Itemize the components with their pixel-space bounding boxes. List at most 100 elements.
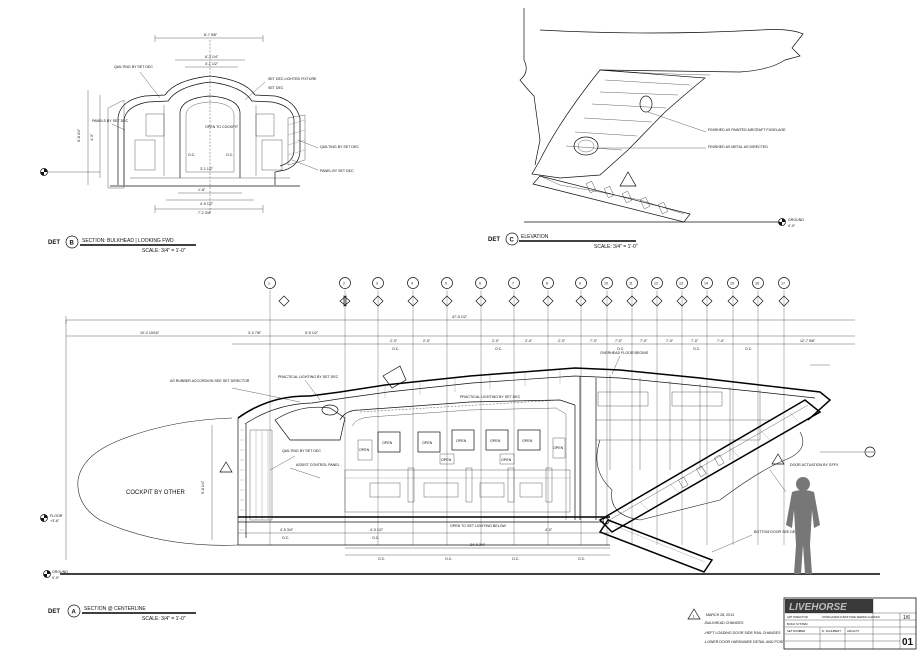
bottom-oc-2: O.C. bbox=[372, 536, 379, 540]
grid-bubble-11: 11 bbox=[629, 282, 633, 286]
bottom-dim-3: 4'-0" bbox=[545, 528, 553, 532]
top-dim-15: 12'-7 5/8" bbox=[800, 339, 816, 343]
grid-bubble-4: 4 bbox=[411, 282, 413, 286]
revision-line-1: -BULKHEAD CHANGES bbox=[704, 621, 744, 625]
detail-b-dim-4: 6'-8 3/4" bbox=[77, 128, 81, 142]
top-dim-3: 5'-5 1/2" bbox=[305, 331, 319, 335]
bottom-oc-4: O.C. bbox=[445, 557, 452, 561]
detail-c-ground-value: 0'-0" bbox=[788, 224, 796, 228]
open-label-6: OPEN bbox=[359, 448, 370, 452]
top-oc-1: O.C. bbox=[392, 347, 399, 351]
detail-a-scale: SCALE: 3/4" = 1'-0" bbox=[142, 616, 186, 622]
open-label-2: OPEN bbox=[422, 441, 433, 445]
detail-b-dim-8: 7'-2 3/4" bbox=[198, 211, 212, 215]
ground-value: 0'-0" bbox=[52, 576, 60, 580]
detail-a-prefix: DET bbox=[48, 609, 60, 615]
top-dim-overall: 47'-5 1/2" bbox=[452, 315, 468, 319]
bottom-dim-4: 24'-0 3/4" bbox=[470, 543, 486, 547]
top-dim-11: 7'-0" bbox=[640, 339, 648, 343]
grid-bubble-13: 13 bbox=[679, 282, 683, 286]
title-block-drawn-by: D. SCHUBERT bbox=[822, 629, 841, 633]
top-dim-8: 2'-0" bbox=[558, 339, 566, 343]
top-dim-13: 7'-0" bbox=[691, 339, 699, 343]
detail-a-side-markers: 5'-8 1/4" FLOOR +3'-6" bbox=[40, 364, 876, 540]
detail-b-note-3: QUILTING BY SET DEC bbox=[114, 65, 153, 69]
detail-a-letter: A bbox=[72, 610, 77, 616]
grid-bubble-3: 3 bbox=[376, 282, 378, 286]
open-label-9: OPEN bbox=[501, 458, 512, 462]
detail-a-bottom-dimensions: 4'-5 3/4" 4'-0 1/2" 4'-0" O.C. O.C. 24'-… bbox=[238, 528, 610, 561]
detail-c-note-1: FINISHED AS PAINTED AIRCRAFT FUSELAGE bbox=[708, 128, 786, 132]
top-dim-2: 3'-0 7/8" bbox=[248, 331, 262, 335]
detail-b-notes: SET DEC LIGHTED FIXTURE SET DEC QUILTING… bbox=[92, 65, 359, 173]
title-block-project: STARGAZER FURNITURE SERIES CHASSIS bbox=[822, 615, 880, 619]
detail-b-oc-1: O.C. bbox=[188, 153, 195, 157]
detail-a-note-7: DOOR ACTUATION BY GFFX bbox=[790, 463, 839, 467]
detail-b-note-1: SET DEC LIGHTED FIXTURE bbox=[268, 77, 317, 81]
detail-a-aft-section bbox=[219, 355, 822, 573]
detail-a-note-3: PRACTICAL LIGHTING BY SET DEC bbox=[460, 395, 521, 399]
detail-a-title: DET A SECTION @ CENTERLINE SCALE: 3/4" =… bbox=[48, 604, 196, 622]
detail-a-note-8: BOTTOM DOOR SEE DETAIL bbox=[754, 530, 803, 534]
detail-c-notes: FINISHED AS PAINTED AIRCRAFT FUSELAGE FI… bbox=[708, 128, 786, 149]
revision-triangle-number: 1 bbox=[693, 615, 695, 619]
open-label-8: OPEN bbox=[441, 458, 452, 462]
cockpit-outline: COCKPIT BY OTHER bbox=[77, 417, 239, 546]
grid-bubble-2: 2 bbox=[343, 282, 345, 286]
title-block-logo: LIVEHORSE bbox=[789, 602, 847, 613]
grid-bubble-7: 7 bbox=[512, 282, 514, 286]
open-label-5: OPEN bbox=[522, 439, 533, 443]
detail-b-drawing: 8'-7 5/8" 6'-3 1/4" 4'-1 1/2" 6'-8 3/4" … bbox=[40, 33, 319, 215]
bottom-oc-3: O.C. bbox=[378, 557, 385, 561]
title-block-row-2: BUILD SYSTEM bbox=[787, 622, 808, 626]
human-scale-figure bbox=[786, 477, 820, 574]
revision-line-2: -HEFT LOADING DOOR SIDE RAIL CHANGES bbox=[704, 631, 781, 635]
open-label-1: OPEN bbox=[382, 441, 393, 445]
revision-line-3: -LOWER DOOR HARDWARE DETAIL AND POSITION… bbox=[704, 640, 811, 644]
top-dim-6: 2'-0" bbox=[492, 339, 500, 343]
detail-b-oc-2: O.C. bbox=[226, 153, 233, 157]
top-dim-10: 7'-0" bbox=[615, 339, 623, 343]
detail-a-fuselage bbox=[237, 365, 832, 546]
detail-b-note-4: PANELS BY SET DEC bbox=[92, 119, 129, 123]
detail-b-note-5: QUILTING BY SET DEC bbox=[320, 145, 359, 149]
grid-bubble-12: 12 bbox=[654, 282, 658, 286]
detail-a-notes: AS RUBBER ACCORDION SEE SET DIRECTOR PRA… bbox=[170, 351, 839, 534]
detail-b-letter: B bbox=[70, 241, 75, 247]
detail-b-dim-5: 4'-3" bbox=[90, 133, 94, 141]
bottom-oc-6: O.C. bbox=[578, 557, 585, 561]
grid-bubble-6: 6 bbox=[479, 282, 481, 286]
detail-a-top-dimensions: 47'-5 1/2" 10'-0 15/16" 3'-0 7/8" 5'-5 1… bbox=[65, 315, 855, 560]
top-dim-9: 7'-0" bbox=[590, 339, 598, 343]
detail-c-drawing: GROUND 0'-0" bbox=[519, 8, 804, 228]
bottom-oc-1: O.C. bbox=[282, 536, 289, 540]
grid-bubble-1: 1 bbox=[268, 282, 270, 286]
detail-a-note-2: PRACTICAL LIGHTING BY SET DEC bbox=[278, 375, 339, 379]
top-dim-12: 7'-0" bbox=[666, 339, 674, 343]
grid-bubble-16: 16 bbox=[755, 282, 759, 286]
top-dim-5: 2'-0" bbox=[423, 339, 431, 343]
title-block-sheet-number: 01 bbox=[902, 637, 914, 648]
detail-c-title: DET C ELEVATION SCALE: 3/4" = 1'-0" bbox=[488, 232, 638, 250]
grid-bubble-5: 5 bbox=[445, 282, 447, 286]
detail-c-ground-label: GROUND bbox=[788, 218, 804, 222]
cockpit-label: COCKPIT BY OTHER bbox=[126, 490, 185, 496]
title-block-checked: ARCH/TV bbox=[847, 629, 859, 633]
grid-bubble-14: 14 bbox=[704, 282, 708, 286]
detail-b-dim-6: 1'-8" bbox=[198, 188, 206, 192]
detail-c-heading: ELEVATION bbox=[521, 234, 549, 240]
bottom-dim-1: 4'-5 3/4" bbox=[280, 528, 294, 532]
top-oc-3: O.C. bbox=[617, 347, 624, 351]
top-oc-4: O.C. bbox=[693, 347, 700, 351]
detail-a-note-4: OVERHEAD FLOOR BEGINS bbox=[600, 351, 649, 355]
detail-a-grid-bubbles: 1 2 3 4 5 6 7 8 9 10 11 12 13 14 15 16 1… bbox=[264, 277, 790, 307]
detail-b-dim-3: 4'-1 1/2" bbox=[205, 62, 219, 66]
top-oc-5: O.C. bbox=[745, 347, 752, 351]
detail-a-note-6: ASSIST CONTROL PANEL bbox=[296, 463, 340, 467]
detail-b-note-6: PANEL BY SET DEC bbox=[320, 169, 354, 173]
detail-a-ground: GROUND 0'-0" bbox=[43, 570, 880, 580]
detail-b-dim-1: 8'-7 5/8" bbox=[204, 33, 218, 37]
title-block-row-3: SET NUMBER bbox=[787, 629, 805, 633]
top-dim-4: 2'-0" bbox=[390, 339, 398, 343]
revision-date: MARCH 28, 2013 bbox=[706, 613, 734, 617]
